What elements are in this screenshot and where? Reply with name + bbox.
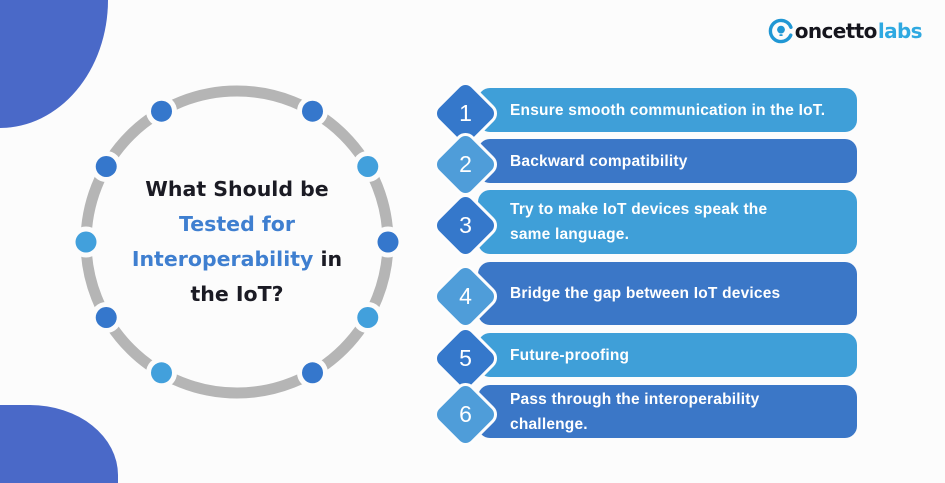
- item-6-bar: Pass through the interoperability challe…: [478, 385, 857, 438]
- logo-word-light: labs: [877, 19, 923, 43]
- page-title: What Should be Tested for Interoperabili…: [101, 172, 373, 312]
- item-3-bar: Try to make IoT devices speak the same l…: [478, 190, 857, 254]
- ring-dot: [95, 307, 117, 328]
- logo-word-dark: oncetto: [794, 19, 878, 43]
- item-5-bar: Future-proofing: [478, 333, 857, 377]
- item-5-number: 5: [459, 344, 472, 371]
- ring-dot: [302, 362, 323, 384]
- list-item: 5 Future-proofing: [429, 321, 857, 395]
- item-1-number: 1: [459, 99, 472, 126]
- item-4-bar: Bridge the gap between IoT devices: [478, 262, 857, 325]
- list-item: 1 Ensure smooth communication in the IoT…: [429, 76, 857, 150]
- item-1-bar: Ensure smooth communication in the IoT.: [478, 88, 857, 132]
- concetto-c-lightbulb-icon: [768, 18, 794, 44]
- item-4-number: 4: [459, 283, 472, 309]
- title-line-4: the IoT?: [190, 282, 284, 306]
- title-line-3: Interoperability in: [101, 242, 373, 277]
- item-3-number: 3: [459, 211, 472, 238]
- ring-dots: [70, 95, 404, 389]
- ring-dot: [302, 100, 323, 122]
- ring-dot: [151, 100, 172, 122]
- ring-dot: [357, 307, 379, 328]
- list-item: 6 Pass through the interoperability chal…: [429, 378, 857, 451]
- dotted-circle-ring: [70, 85, 404, 399]
- ring-dot: [75, 231, 97, 253]
- ring-dot: [95, 156, 117, 177]
- title-line-3-rest: in: [313, 247, 343, 271]
- list-item: 3 Try to make IoT devices speak the same…: [429, 188, 857, 262]
- items-list: 1 Ensure smooth communication in the IoT…: [429, 76, 857, 451]
- ring-dot: [377, 231, 399, 253]
- list-item: 4 Bridge the gap between IoT devices: [429, 260, 857, 333]
- ring-dot: [357, 156, 379, 177]
- ring-dot: [151, 362, 172, 384]
- title-line-2: Tested for: [179, 212, 295, 236]
- title-line-3-accent: Interoperability: [131, 247, 314, 271]
- list-item: 2 Backward compatibility: [429, 127, 857, 201]
- title-line-1: What Should be: [145, 177, 329, 201]
- item-2-bar: Backward compatibility: [478, 139, 857, 183]
- item-6-number: 6: [459, 401, 472, 427]
- item-2-number: 2: [459, 150, 472, 177]
